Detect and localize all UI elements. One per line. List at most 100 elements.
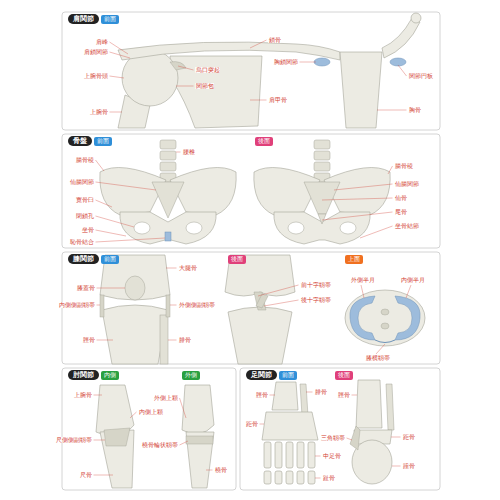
leader-line	[334, 184, 393, 190]
metatarsal	[297, 442, 304, 468]
leader-line	[168, 340, 177, 341]
vertebra	[160, 151, 176, 160]
section-header: 骨盤	[68, 136, 92, 146]
phalanx	[297, 471, 304, 484]
view-tag: 上面	[345, 255, 363, 264]
fibula	[300, 384, 308, 416]
ligament-footprint	[381, 309, 389, 315]
part-label: 鎖骨	[268, 37, 281, 43]
leader-line	[96, 216, 135, 227]
phalanx	[275, 471, 282, 484]
leader-line	[180, 398, 187, 418]
leader-line	[388, 166, 393, 174]
tibia	[228, 307, 292, 364]
obturator-foramen	[340, 222, 356, 234]
view-tag: 前面	[94, 137, 112, 146]
annular-ligament	[186, 436, 213, 444]
leader-line	[94, 475, 114, 476]
fibula	[160, 315, 168, 364]
part-label: 脛骨	[337, 392, 350, 398]
obturator-foramen	[134, 222, 150, 234]
view-tag: 後面	[228, 255, 246, 264]
view-name: 膝関節	[73, 255, 94, 263]
part-label: 坐骨結節	[394, 223, 419, 229]
view-name: 肘関節	[73, 371, 94, 379]
view-name: 後面	[258, 138, 270, 144]
leader-line	[94, 395, 103, 396]
leader-line	[166, 268, 177, 269]
leader-line	[176, 152, 181, 153]
leader-line	[206, 470, 213, 471]
leader-lines	[94, 40, 412, 478]
leader-line	[250, 40, 267, 48]
leader-line	[300, 62, 317, 63]
cruciate-ligament	[256, 294, 268, 308]
phalanx	[286, 471, 293, 484]
panel-frame	[240, 368, 440, 490]
view-name: 前面	[97, 138, 109, 144]
part-label: 烏口突起	[195, 67, 220, 73]
part-label: 腓骨	[178, 337, 191, 343]
leader-line	[110, 112, 123, 113]
pelvis-posterior	[254, 140, 390, 244]
part-label: 腰椎	[182, 149, 195, 155]
femur	[100, 255, 170, 300]
pubic-symphysis	[165, 232, 171, 241]
leader-line	[110, 52, 131, 58]
meniscus	[350, 296, 375, 340]
leader-line	[361, 285, 364, 298]
leader-line	[347, 438, 353, 440]
pelvic-ring	[274, 212, 370, 244]
part-label: 仙骨	[394, 195, 407, 201]
part-label: 上腕骨	[73, 392, 92, 398]
view-name: 内側	[104, 372, 116, 378]
radius	[186, 432, 214, 488]
section-header: 肘関節	[68, 370, 99, 380]
leader-line	[306, 392, 313, 393]
leader-line	[264, 300, 299, 306]
part-label: 外側上顆	[153, 395, 178, 401]
panel-frame	[62, 12, 440, 130]
leader-line	[180, 441, 189, 445]
view-tag: 外側	[182, 371, 200, 380]
vertebra	[160, 140, 176, 149]
part-label: 腸骨稜	[394, 163, 413, 169]
leader-line	[258, 285, 299, 296]
section-header: 肩関節	[68, 14, 99, 24]
leader-line	[315, 478, 321, 479]
leader-line	[96, 230, 127, 236]
scapula	[170, 56, 262, 128]
obturator-foramen	[288, 222, 304, 234]
view-name: 前面	[104, 256, 116, 262]
view-name: 足関節	[251, 371, 272, 379]
view-tag: 前面	[101, 255, 119, 264]
section-header: 足関節	[246, 370, 277, 380]
ligament	[166, 295, 170, 317]
phalanx	[264, 471, 271, 484]
panel-frame	[62, 368, 236, 490]
vertebra	[314, 162, 330, 171]
part-label: 肩甲骨	[268, 97, 287, 103]
leader-line	[377, 110, 407, 111]
sternum	[340, 52, 382, 128]
view-name: 後面	[338, 372, 350, 378]
tarsals	[262, 412, 318, 440]
view-tag: 後面	[335, 371, 353, 380]
leader-line	[97, 340, 114, 341]
ligament	[104, 428, 130, 446]
meniscus	[395, 296, 420, 340]
bone-end	[411, 13, 421, 23]
part-label: 脛骨	[82, 337, 95, 343]
panel-frame	[62, 134, 440, 248]
metatarsal	[275, 442, 282, 468]
ligament	[350, 426, 360, 450]
section-header: 膝関節	[68, 254, 99, 264]
patella	[125, 276, 145, 300]
phalanx	[308, 471, 315, 484]
part-label: 関節包	[195, 83, 214, 89]
part-label: 寛骨臼	[75, 197, 94, 203]
view-name: 外側	[185, 372, 197, 378]
tibia	[272, 382, 298, 410]
view-name: 骨盤	[73, 137, 87, 145]
view-name: 肩関節	[73, 15, 94, 23]
